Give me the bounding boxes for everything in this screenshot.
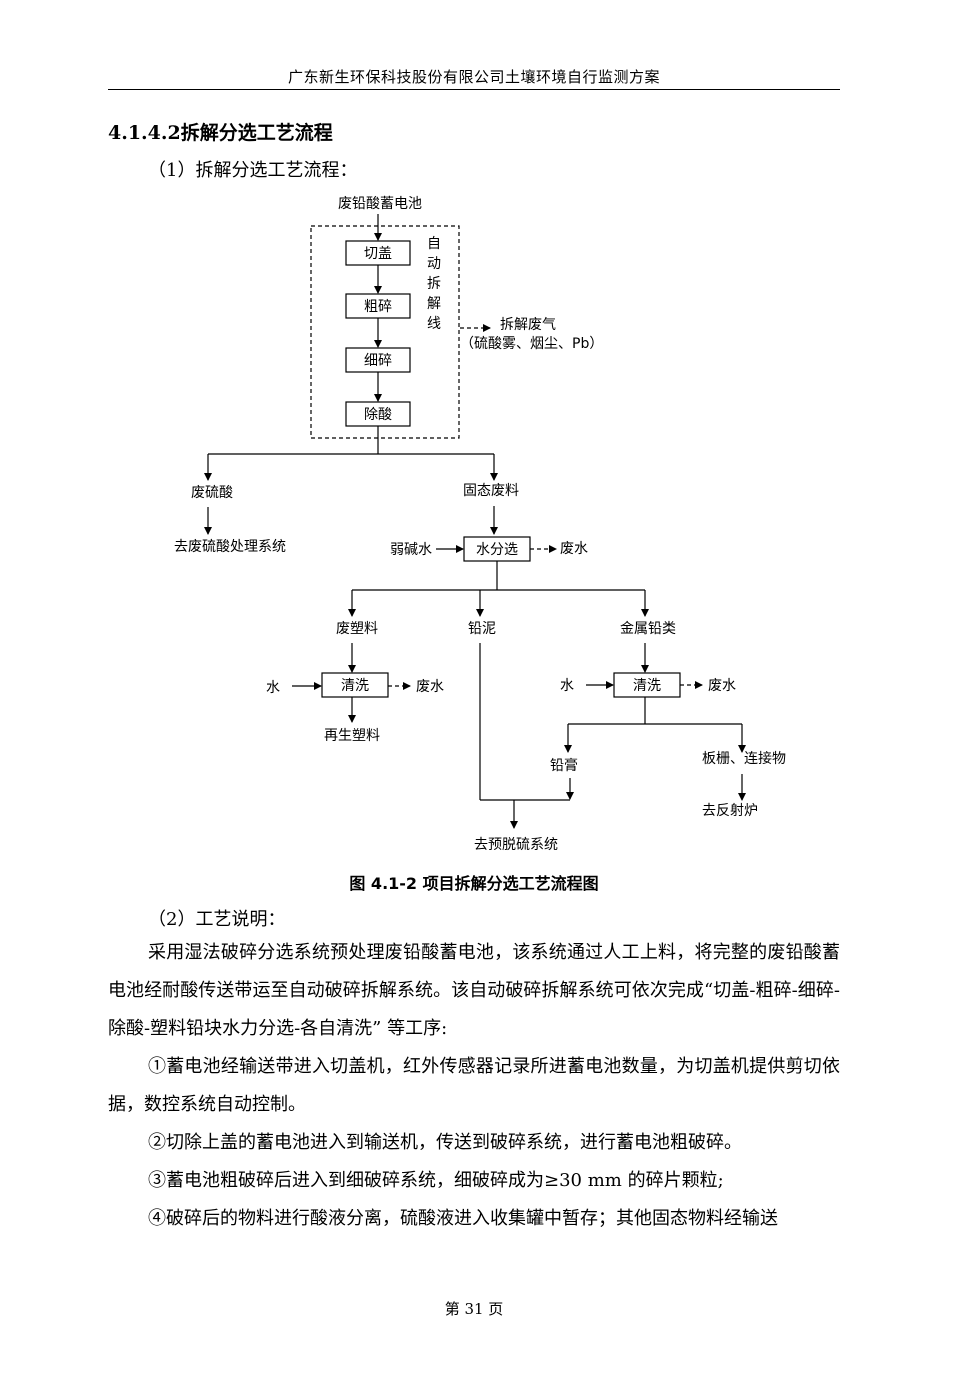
- exhaust-label: 拆解废气: [500, 317, 556, 333]
- step-cut-lid: 切盖: [364, 246, 392, 262]
- figure-caption: 图 4.1-2 项目拆解分选工艺流程图: [349, 874, 599, 893]
- metal-wash-box: [613, 672, 681, 698]
- section-heading: 4.1.4.2拆解分选工艺流程: [108, 122, 333, 144]
- paragraph-4: ③蓄电池粗破碎后进入到细破碎系统，细破碎成为≥30 mm 的碎片颗粒;: [148, 1170, 724, 1191]
- weak-alkali-label: 弱碱水: [390, 542, 432, 558]
- step-coarse-crush: 粗碎: [364, 299, 392, 315]
- step-box-cut-lid: [345, 240, 411, 266]
- plastic-water-label: 水: [266, 680, 280, 696]
- solid-waste-label: 固态废料: [463, 483, 519, 499]
- recycled-plastic-label: 再生塑料: [324, 728, 380, 744]
- step-box-fine-crush: [345, 347, 411, 373]
- waste-acid-label: 废硫酸: [191, 485, 233, 501]
- auto-line-char-4: 解: [427, 296, 441, 312]
- grid-connectors-label: 板栅、连接物: [702, 750, 786, 767]
- wastewater-3: 废水: [708, 678, 736, 694]
- paragraph-3: ②切除上盖的蓄电池进入到输送机，传送到破碎系统，进行蓄电池粗破碎。: [148, 1132, 742, 1153]
- paragraph-2: ①蓄电池经输送带进入切盖机，红外传感器记录所进蓄电池数量，为切盖机提供剪切依据，…: [108, 1056, 840, 1115]
- step-fine-crush: 细碎: [364, 353, 392, 369]
- metal-wash-label: 清洗: [633, 678, 661, 694]
- subsection-title-2: （2）工艺说明：: [148, 909, 286, 930]
- lead-paste-label: 铅膏: [550, 757, 578, 774]
- process-flowchart: 废铅酸蓄电池 自 动 拆 解 线 切盖 粗碎 细碎 除酸 拆解废气 （硫酸雾、烟…: [174, 196, 786, 853]
- plastic-wash-label: 清洗: [341, 678, 369, 694]
- step-box-coarse-crush: [345, 293, 411, 319]
- metal-lead-label: 金属铅类: [620, 621, 676, 637]
- header-divider: [108, 89, 840, 90]
- plastic-label: 废塑料: [336, 621, 378, 637]
- auto-line-char-2: 动: [427, 256, 441, 272]
- page-number: 第 31 页: [444, 1300, 504, 1318]
- water-sep-label: 水分选: [476, 542, 518, 558]
- step-box-acid-removal: [345, 401, 411, 427]
- auto-line-char-3: 拆: [427, 276, 441, 292]
- to-furnace-label: 去反射炉: [702, 803, 758, 819]
- body-text: 采用湿法破碎分选系统预处理废铅酸蓄电池，该系统通过人工上料，将完整的废铅酸蓄电池…: [108, 934, 840, 1238]
- paragraph-1: 采用湿法破碎分选系统预处理废铅酸蓄电池，该系统通过人工上料，将完整的废铅酸蓄电池…: [108, 942, 840, 1039]
- exhaust-detail: （硫酸雾、烟尘、Pb）: [460, 336, 603, 352]
- auto-line-char-5: 线: [427, 316, 441, 332]
- lead-mud-label: 铅泥: [468, 621, 496, 637]
- step-acid-removal: 除酸: [364, 407, 392, 423]
- metal-water-label: 水: [560, 678, 574, 694]
- auto-line-char-1: 自: [427, 236, 441, 252]
- to-desulfur-label: 去预脱硫系统: [474, 837, 558, 853]
- wastewater-2: 废水: [416, 679, 444, 695]
- paragraph-5: ④破碎后的物料进行酸液分离，硫酸液进入收集罐中暂存；其他固态物料经输送: [148, 1208, 778, 1229]
- waste-acid-dest: 去废硫酸处理系统: [174, 539, 286, 555]
- plastic-wash-box: [321, 672, 389, 698]
- auto-disassembly-line-box: [310, 225, 460, 439]
- flow-input: 废铅酸蓄电池: [338, 196, 422, 212]
- subsection-title-1: （1）拆解分选工艺流程：: [148, 160, 358, 181]
- wastewater-1: 废水: [560, 541, 588, 557]
- page-header: 广东新生环保科技股份有限公司土壤环境自行监测方案: [287, 68, 660, 86]
